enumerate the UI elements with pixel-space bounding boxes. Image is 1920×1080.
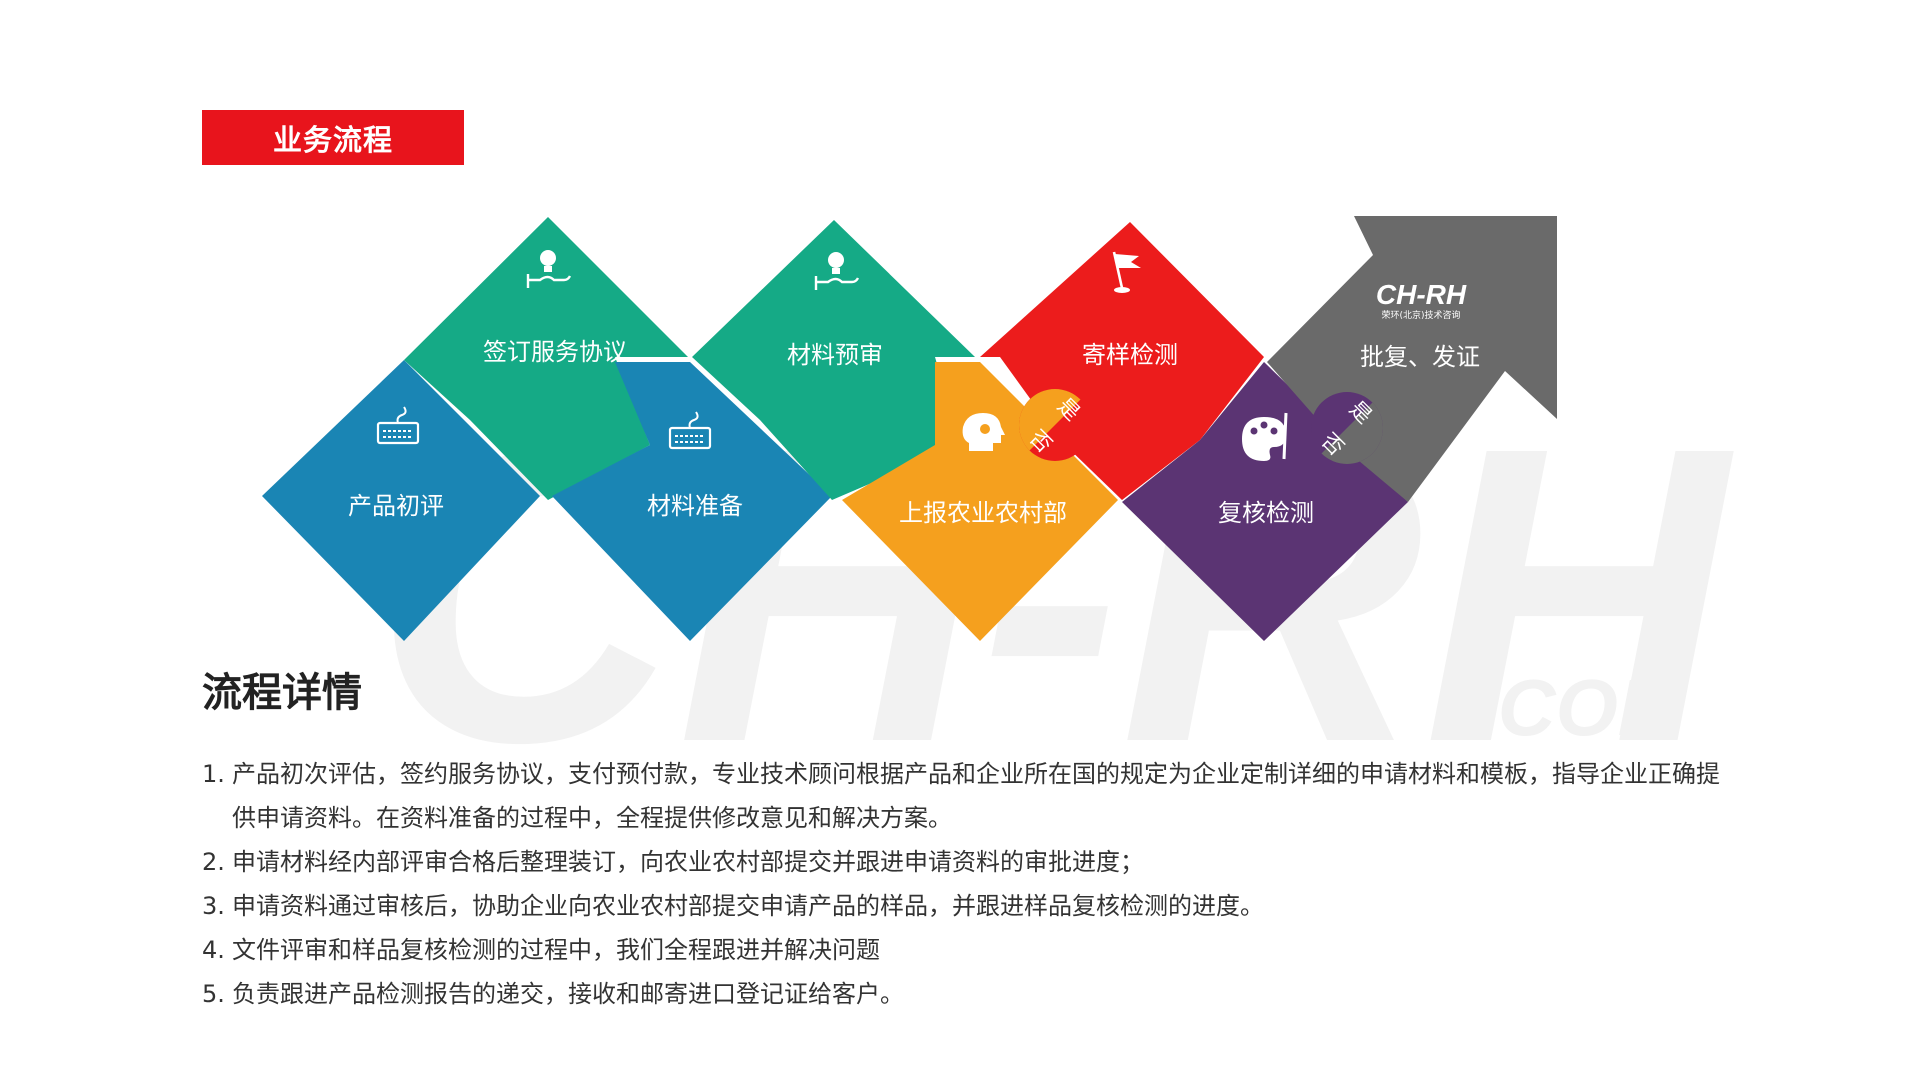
decision-2: 是 否 <box>1311 392 1383 464</box>
hand-bulb-icon <box>526 250 572 288</box>
step-label: 签订服务协议 <box>483 338 627 366</box>
keyboard-icon <box>668 411 712 450</box>
list-item: 5. 负责跟进产品检测报告的递交，接收和邮寄进口登记证给客户。 <box>202 972 1722 1016</box>
step-sign-agreement: 签订服务协议 <box>404 217 688 500</box>
list-item: 4. 文件评审和样品复核检测的过程中，我们全程跟进并解决问题 <box>202 928 1722 972</box>
step-shape <box>980 222 1264 500</box>
item-number: 1. <box>202 760 225 788</box>
item-number: 4. <box>202 936 225 964</box>
step-label: 复核检测 <box>1218 499 1314 527</box>
list-item: 2. 申请材料经内部评审合格后整理装订，向农业农村部提交并跟进申请资料的审批进度… <box>202 840 1722 884</box>
list-item: 3. 申请资料通过审核后，协助企业向农业农村部提交申请产品的样品，并跟进样品复核… <box>202 884 1722 928</box>
step-label: 寄样检测 <box>1082 341 1178 369</box>
section-header: 业务流程 <box>202 110 464 165</box>
item-number: 3. <box>202 892 225 920</box>
step-shape <box>552 362 832 641</box>
step-sample-testing: 寄样检测 <box>980 222 1264 500</box>
step-shape <box>262 360 540 641</box>
details-list: 1. 产品初次评估，签约服务协议，支付预付款，专业技术顾问根据产品和企业所在国的… <box>202 752 1722 1016</box>
decision-1: 是 否 <box>1019 389 1091 461</box>
step-label: 批复、发证 <box>1360 343 1480 371</box>
step-shape <box>692 220 975 500</box>
step-label: 上报农业农村部 <box>899 499 1067 527</box>
keyboard-icon <box>376 406 420 445</box>
step-label: 材料预审 <box>787 341 883 369</box>
item-text: 申请材料经内部评审合格后整理装订，向农业农村部提交并跟进申请资料的审批进度； <box>232 848 1144 876</box>
logo-subtext: 荣环(北京)技术咨询 <box>1381 309 1460 321</box>
item-number: 2. <box>202 848 225 876</box>
step-material-prep: 材料准备 <box>552 362 832 641</box>
head-gear-icon <box>962 413 1005 451</box>
logo-text: CH-RH <box>1376 279 1467 310</box>
hand-bulb-icon <box>814 252 860 290</box>
details-title: 流程详情 <box>202 670 362 716</box>
step-initial-assessment: 产品初评 <box>262 360 540 641</box>
item-text: 负责跟进产品检测报告的递交，接收和邮寄进口登记证给客户。 <box>232 980 904 1008</box>
step-shape <box>404 217 688 500</box>
step-label: 材料准备 <box>647 492 743 520</box>
flag-icon <box>1112 251 1141 293</box>
list-item: 1. 产品初次评估，签约服务协议，支付预付款，专业技术顾问根据产品和企业所在国的… <box>202 752 1722 840</box>
step-label: 产品初评 <box>348 492 444 520</box>
palette-icon <box>1242 412 1288 461</box>
item-number: 5. <box>202 980 225 1008</box>
item-text: 文件评审和样品复核检测的过程中，我们全程跟进并解决问题 <box>232 936 880 964</box>
ch-rh-logo: CH-RH 荣环(北京)技术咨询 <box>1376 279 1467 321</box>
step-material-prereview: 材料预审 <box>692 220 975 500</box>
item-text: 申请资料通过审核后，协助企业向农业农村部提交申请产品的样品，并跟进样品复核检测的… <box>232 892 1264 920</box>
step-shape <box>1122 362 1408 641</box>
item-text: 产品初次评估，签约服务协议，支付预付款，专业技术顾问根据产品和企业所在国的规定为… <box>232 760 1720 832</box>
step-recheck-testing: 复核检测 <box>1122 362 1408 641</box>
